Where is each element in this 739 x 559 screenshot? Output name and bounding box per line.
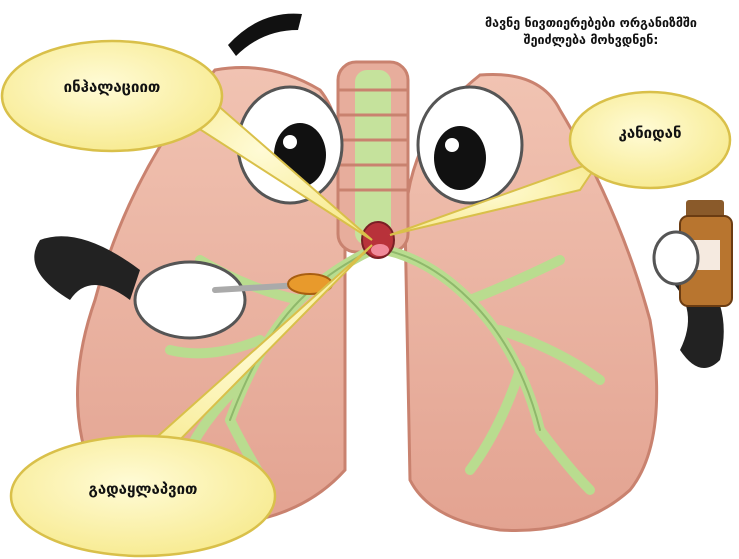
bubble-label-swallowing: გადაყლაპვით — [40, 480, 246, 498]
bubble-inhalation — [2, 41, 222, 151]
bottle-hand — [654, 232, 698, 284]
mouth — [362, 222, 394, 258]
right-eye — [418, 87, 522, 203]
bubble-label-skin: კანიდან — [580, 124, 720, 142]
caption-line-2: შეიძლება მოხვდნენ: — [446, 31, 736, 48]
bubble-label-inhalation: ინჰალაციით — [22, 78, 202, 96]
caption-line-1: მავნე ნივთიერებები ორგანიზმში — [446, 14, 736, 31]
eyebrow-shape — [228, 14, 302, 56]
caption-text: მავნე ნივთიერებები ორგანიზმში შეიძლება მ… — [446, 14, 736, 48]
